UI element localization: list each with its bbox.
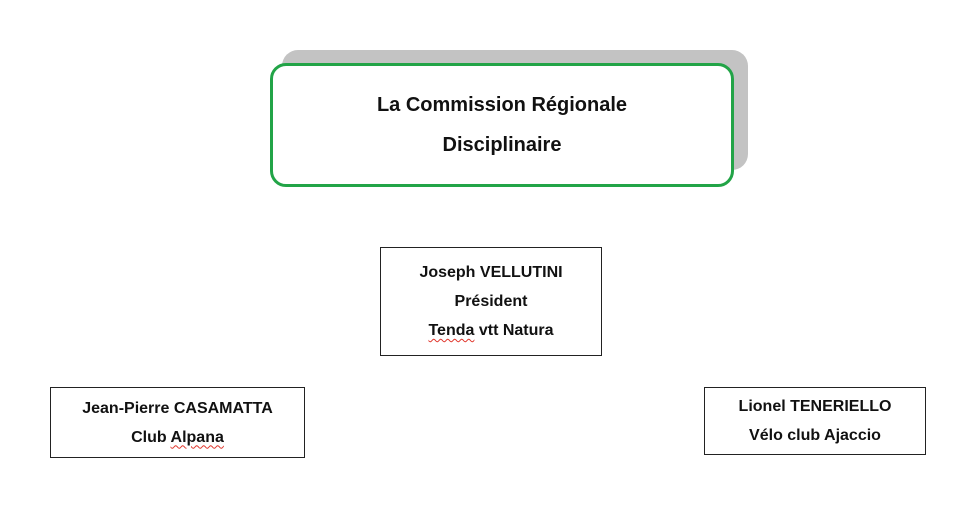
member-box-teneriello: Lionel TENERIELLO Vélo club Ajaccio — [704, 387, 926, 455]
president-club-word: Tenda — [428, 322, 475, 339]
member-club-prefix: Club — [131, 428, 171, 446]
member-club: Club Alpana — [131, 423, 224, 452]
president-club: Tenda vtt Natura — [428, 316, 553, 345]
president-role: Président — [454, 293, 528, 310]
title-line-2: Disciplinaire — [442, 134, 562, 156]
member-name: Jean-Pierre CASAMATTA — [82, 399, 273, 417]
member-club-word: Alpana — [170, 428, 224, 446]
member-club: Vélo club Ajaccio — [749, 427, 881, 444]
member-box-casamatta: Jean-Pierre CASAMATTA Club Alpana — [50, 387, 305, 458]
title-line-1: La Commission Régionale — [376, 94, 628, 116]
commission-title-box: La Commission Régionale Disciplinaire — [270, 63, 734, 187]
president-name: Joseph VELLUTINI — [419, 264, 563, 281]
president-box: Joseph VELLUTINI Président Tenda vtt Nat… — [380, 247, 602, 356]
president-club-rest: vtt Natura — [474, 322, 554, 339]
member-name: Lionel TENERIELLO — [738, 398, 892, 415]
